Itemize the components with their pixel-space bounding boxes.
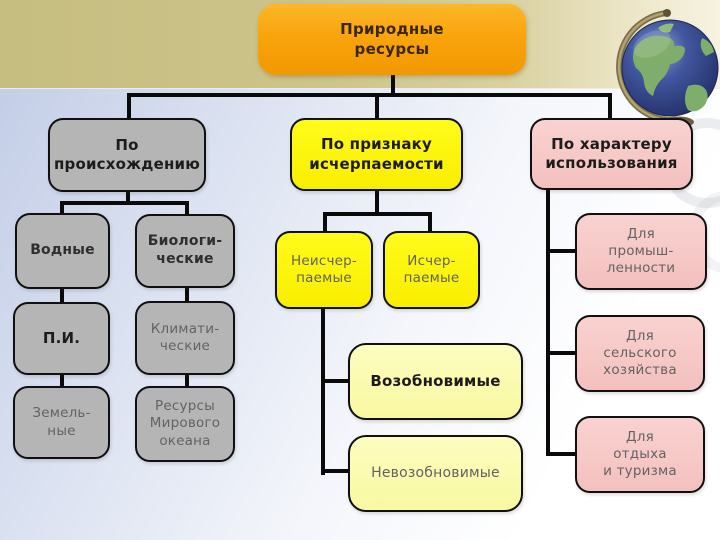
connector-line bbox=[548, 452, 575, 456]
connector-line bbox=[323, 469, 348, 473]
connector-line bbox=[127, 93, 612, 97]
node-climatic: Климати- ческие bbox=[135, 301, 235, 375]
node-water: Водные bbox=[15, 213, 110, 289]
node-nonrenewable: Невозобновимые bbox=[348, 435, 523, 512]
node-inexhaustible: Неисчер- паемые bbox=[275, 231, 373, 309]
connector-line bbox=[60, 374, 64, 387]
node-by-exhaustibility: По признаку исчерпаемости bbox=[290, 118, 463, 191]
node-for-agriculture: Для сельского хозяйства bbox=[575, 315, 705, 392]
connector-line bbox=[323, 379, 348, 383]
connector-line bbox=[127, 95, 131, 118]
connector-line bbox=[428, 214, 432, 231]
connector-line bbox=[60, 201, 189, 205]
connector-line bbox=[323, 214, 327, 231]
connector-line bbox=[321, 309, 325, 475]
connector-line bbox=[185, 288, 189, 302]
node-for-industry: Для промыш- ленности bbox=[575, 213, 707, 290]
connector-line bbox=[323, 212, 432, 216]
node-biological: Биологи- ческие bbox=[135, 214, 235, 288]
connector-line bbox=[546, 190, 550, 456]
connector-line bbox=[60, 289, 64, 303]
node-exhaustible: Исчер- паемые bbox=[383, 231, 480, 309]
node-for-recreation: Для отдыха и туризма bbox=[575, 416, 705, 493]
connector-line bbox=[375, 191, 379, 216]
node-by-origin: По происхождению bbox=[48, 118, 206, 192]
node-by-usage: По характеру использования bbox=[530, 118, 693, 190]
connector-line bbox=[391, 75, 395, 95]
connector-line bbox=[548, 351, 575, 355]
node-renewable: Возобновимые bbox=[348, 343, 523, 420]
node-mineral: П.И. bbox=[13, 302, 110, 375]
connector-line bbox=[126, 192, 130, 205]
node-world-ocean: Ресурсы Мирового океана bbox=[135, 386, 235, 462]
connector-line bbox=[60, 203, 64, 213]
connector-line bbox=[185, 203, 189, 214]
connector-line bbox=[185, 374, 189, 387]
connector-line bbox=[548, 249, 575, 253]
connector-line bbox=[375, 95, 379, 118]
node-land: Земель- ные bbox=[13, 386, 110, 459]
globe-icon bbox=[606, 8, 720, 130]
node-natural-resources: Природные ресурсы bbox=[258, 4, 526, 75]
connector-line bbox=[608, 95, 612, 118]
